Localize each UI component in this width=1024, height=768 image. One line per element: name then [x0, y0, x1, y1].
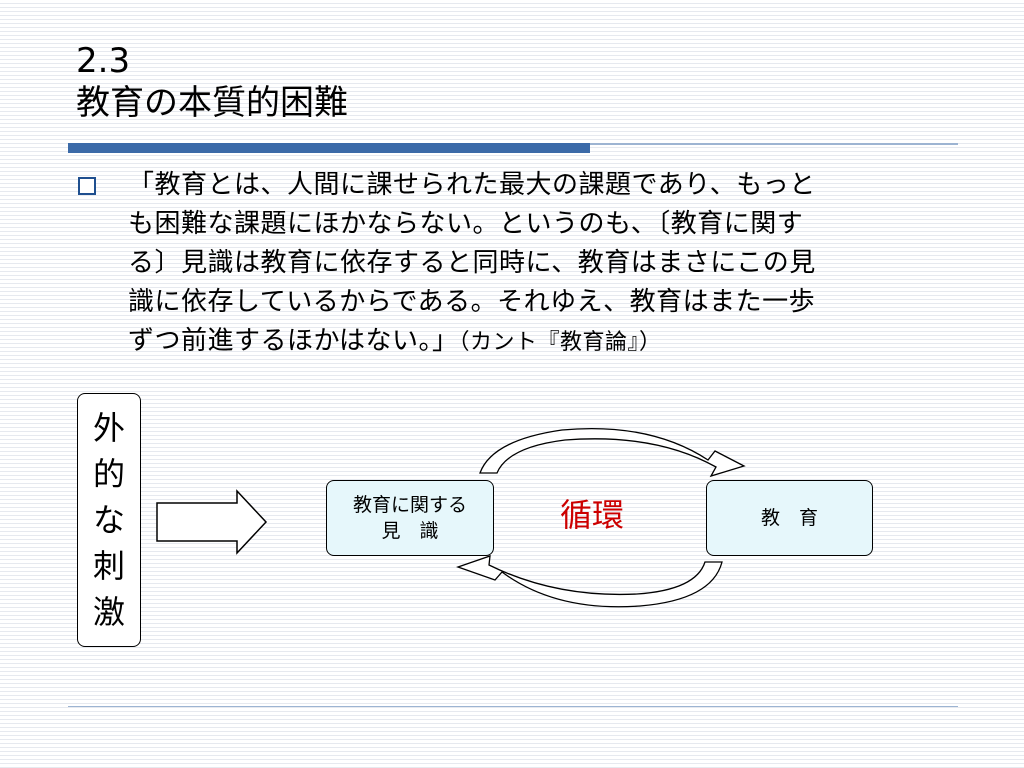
external-stimulus-box: 外 的 な 刺 激	[77, 393, 141, 647]
cycle-label: 循環	[560, 496, 625, 534]
education-node-label: 教 育	[760, 507, 818, 529]
insight-node: 教育に関する 見 識	[326, 480, 494, 556]
external-stimulus-char: 刺	[92, 547, 125, 585]
external-stimulus-char: な	[92, 501, 125, 539]
quote-line-5: ずつ前進するほかはない。」（カント『教育論』）	[128, 322, 958, 362]
square-bullet-icon	[78, 177, 96, 195]
external-stimulus-char: 的	[92, 455, 125, 493]
title-divider-line	[590, 143, 958, 145]
title-divider-accent	[68, 143, 590, 153]
right-arrow-icon	[156, 489, 268, 555]
quote-line-4: 識に依存しているからである。それゆえ、教育はまた一歩	[128, 287, 816, 317]
insight-node-line-1: 教育に関する	[352, 494, 467, 516]
insight-node-line-2: 見 識	[381, 520, 439, 542]
title-text: 教育の本質的困難	[76, 83, 348, 123]
footer-divider	[68, 706, 958, 707]
external-stimulus-char: 激	[92, 593, 125, 631]
education-node: 教 育	[706, 480, 873, 556]
curved-arrow-bottom-icon	[456, 555, 723, 608]
title-number: 2.3	[76, 41, 131, 81]
citation: （カント『教育論』）	[458, 330, 662, 355]
external-stimulus-char: 外	[92, 409, 125, 447]
curved-arrow-top-icon	[479, 427, 746, 478]
quote-line-2: も困難な課題にほかならない。というのも、〔教育に関す	[128, 209, 804, 239]
quote-paragraph: 「教育とは、人間に課せられた最大の課題であり、もっと も困難な課題にほかならない…	[128, 166, 958, 362]
slide-title: 2.3 教育の本質的困難	[76, 40, 348, 124]
quote-line-3: る〕見識は教育に依存すると同時に、教育はまさにこの見	[128, 248, 816, 278]
quote-line-5-text: ずつ前進するほかはない。」	[128, 326, 459, 356]
quote-line-1: 「教育とは、人間に課せられた最大の課題であり、もっと	[128, 170, 816, 200]
title-divider	[68, 143, 958, 153]
